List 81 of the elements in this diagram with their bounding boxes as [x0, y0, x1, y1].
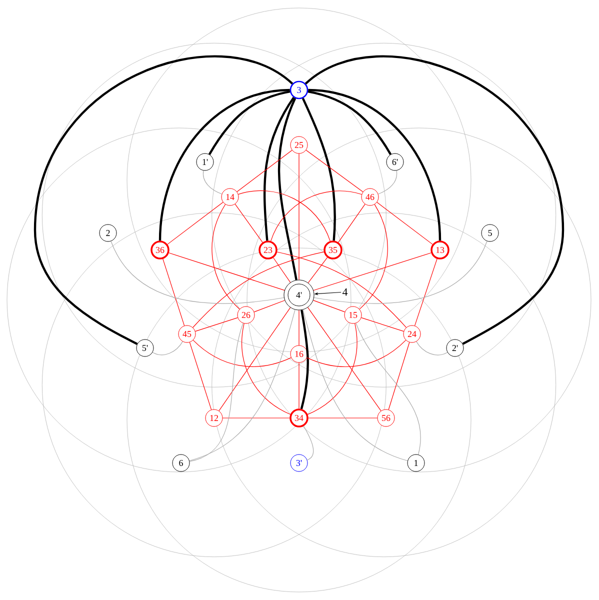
- edge: [308, 88, 442, 241]
- vertex: 2': [446, 339, 464, 357]
- vertex: 6': [386, 153, 404, 171]
- vertex-label: 4: [342, 288, 348, 296]
- vertex: 3: [290, 80, 308, 100]
- edge: [303, 426, 314, 460]
- edge: [208, 90, 290, 155]
- edge: [158, 88, 290, 241]
- edge: [378, 170, 398, 194]
- edge: [361, 317, 404, 332]
- edge: [414, 258, 438, 326]
- edge: [298, 153, 300, 280]
- edge: [242, 323, 291, 415]
- vertex: 1: [407, 454, 425, 472]
- vertex: 4': [288, 284, 310, 306]
- marked-vertex: 13: [430, 240, 450, 260]
- vertex: 45: [178, 325, 196, 343]
- edge: [313, 300, 346, 312]
- edge: [298, 310, 300, 346]
- vertex: 2: [99, 224, 117, 242]
- marked-vertex: 35: [324, 240, 342, 260]
- marked-vertex: 34: [290, 408, 308, 428]
- edge: [254, 300, 286, 312]
- vertex: 12: [205, 409, 223, 427]
- vertex: 6: [172, 454, 190, 472]
- edge: [302, 309, 408, 462]
- edge: [338, 204, 366, 243]
- vertex: 14: [221, 188, 239, 206]
- edge: [110, 240, 284, 304]
- edge: [34, 55, 293, 345]
- edge: [273, 257, 291, 283]
- edge: [192, 340, 292, 367]
- vertex: 24: [403, 325, 421, 343]
- vertex: 5: [481, 224, 499, 242]
- vertex: 56: [377, 409, 395, 427]
- edge: [308, 90, 392, 155]
- edge: [162, 258, 185, 326]
- edge: [305, 55, 564, 345]
- vertex: 26: [237, 306, 255, 324]
- edge: [356, 322, 421, 455]
- vertex: 15: [344, 306, 362, 324]
- edge: [189, 322, 244, 462]
- edge: [236, 150, 292, 192]
- edge: [234, 204, 263, 243]
- edge: [298, 362, 300, 409]
- edge: [202, 170, 222, 194]
- edge: [192, 252, 324, 328]
- vertex: 5': [136, 339, 154, 357]
- edge: [314, 240, 488, 304]
- vertex: 3': [290, 454, 308, 472]
- vertex: 16: [290, 345, 308, 363]
- edge: [308, 257, 328, 284]
- edge: [359, 204, 388, 310]
- edge: [152, 341, 183, 356]
- edge: [167, 202, 224, 245]
- edge: [302, 98, 336, 241]
- edge: [306, 340, 406, 367]
- edge: [300, 310, 309, 410]
- edge: [195, 317, 238, 332]
- edge: [416, 341, 448, 356]
- edge: [270, 190, 362, 242]
- edge: [238, 190, 330, 242]
- edge: [278, 98, 298, 280]
- edge: [264, 96, 295, 241]
- edge: [313, 252, 432, 291]
- vertex: 25: [290, 136, 308, 154]
- marked-vertex: 23: [258, 240, 278, 260]
- edge: [376, 202, 433, 245]
- edge: [276, 252, 406, 328]
- vertex: 46: [361, 188, 379, 206]
- edge: [218, 307, 291, 412]
- vertex: 1': [196, 153, 214, 171]
- edge: [189, 342, 212, 410]
- edge: [308, 307, 382, 412]
- edge: [388, 342, 410, 410]
- edge: [189, 309, 296, 462]
- marked-vertex: 36: [150, 240, 170, 260]
- edge: [306, 150, 364, 192]
- edge: [168, 252, 285, 291]
- edge: [212, 204, 240, 310]
- edge: [307, 323, 358, 415]
